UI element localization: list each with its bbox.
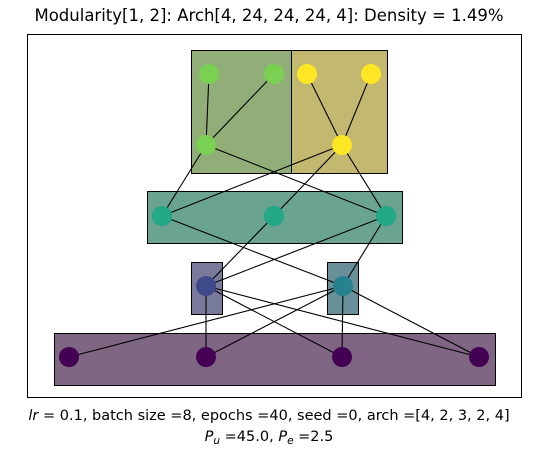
edge xyxy=(306,73,343,146)
node-output-1 xyxy=(199,64,219,84)
node-hidden-low-1 xyxy=(196,276,216,296)
module-box-input xyxy=(54,333,496,386)
node-hidden-mid-1 xyxy=(152,206,172,226)
edge xyxy=(161,144,207,217)
caption-line-1: lr = 0.1, batch size =8, epochs =40, see… xyxy=(0,408,538,424)
node-input-2 xyxy=(196,347,216,367)
edge xyxy=(341,73,372,146)
node-hidden-low-2 xyxy=(333,276,353,296)
edge xyxy=(342,215,387,287)
edge xyxy=(205,285,480,358)
edge xyxy=(205,73,275,146)
node-input-1 xyxy=(59,347,79,367)
caption-pe-sub: e xyxy=(287,435,294,447)
caption-pe-symbol: P xyxy=(278,429,288,445)
node-output-2 xyxy=(264,64,284,84)
caption-pe-value: =2.5 xyxy=(293,429,334,445)
node-hidden-high-1 xyxy=(196,135,216,155)
figure-title: Modularity[1, 2]: Arch[4, 24, 24, 24, 4]… xyxy=(34,6,504,25)
node-hidden-high-2 xyxy=(332,135,352,155)
caption-pu-value: =45.0, xyxy=(220,429,279,445)
node-input-4 xyxy=(469,347,489,367)
nodes xyxy=(59,64,489,367)
edge xyxy=(161,144,343,217)
node-hidden-mid-3 xyxy=(376,206,396,226)
caption-pu-symbol: P xyxy=(204,429,214,445)
plot-frame xyxy=(27,34,522,398)
edges xyxy=(68,73,480,358)
caption-pu-sub: u xyxy=(213,435,221,447)
edge xyxy=(342,285,480,358)
node-hidden-mid-2 xyxy=(264,206,284,226)
edge xyxy=(205,215,387,287)
node-output-3 xyxy=(297,64,317,84)
edge xyxy=(205,73,210,146)
edge xyxy=(205,285,343,358)
edge xyxy=(205,215,275,287)
node-output-4 xyxy=(361,64,381,84)
node-input-3 xyxy=(332,347,352,367)
edge xyxy=(205,144,387,217)
caption-params: = 0.1, batch size =8, epochs =40, seed =… xyxy=(38,408,510,424)
edge xyxy=(161,215,344,287)
edge xyxy=(341,144,387,217)
edge xyxy=(273,144,343,217)
caption-line-2: Pu =45.0, Pe =2.5 xyxy=(0,429,538,447)
caption-lr-label: lr xyxy=(28,408,39,424)
